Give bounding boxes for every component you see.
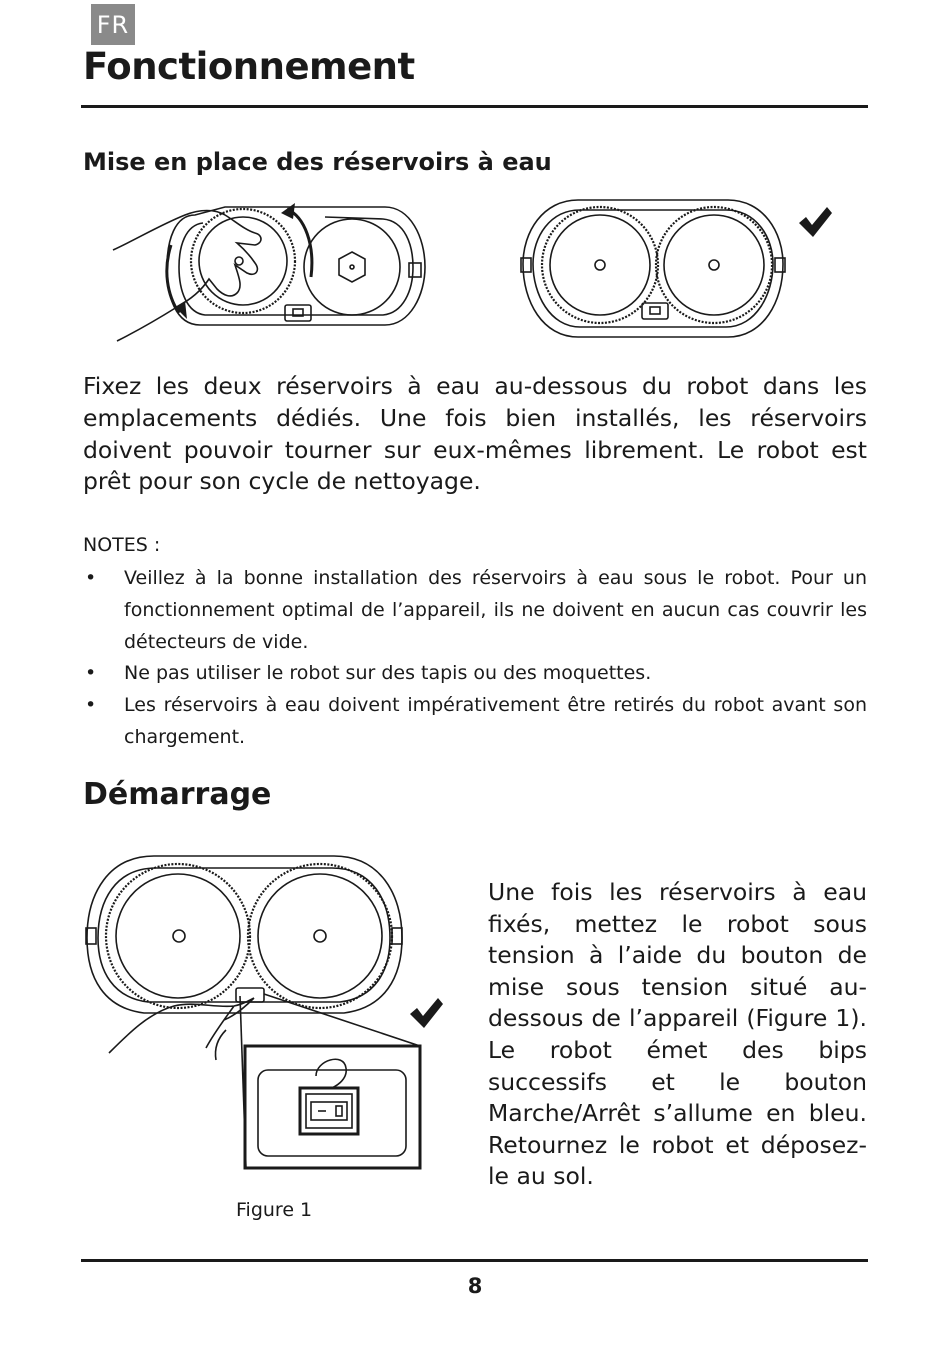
tanks-installed-illustration — [520, 199, 786, 338]
figure-caption: Figure 1 — [236, 1199, 313, 1221]
start-paragraph: Une fois les réservoirs à eau fixés, met… — [488, 878, 867, 1191]
footer-divider — [81, 1259, 868, 1262]
note-item: • Ne pas utiliser le robot sur des tapis… — [83, 658, 867, 690]
note-text: Ne pas utiliser le robot sur des tapis o… — [124, 662, 652, 685]
checkmark-icon — [799, 207, 832, 237]
page-title: Fonctionnement — [83, 45, 415, 88]
bullet: • — [85, 662, 97, 685]
notes-list: • Veillez à la bonne installation des ré… — [83, 563, 867, 754]
checkmark-icon — [410, 998, 443, 1028]
note-item: • Veillez à la bonne installation des ré… — [83, 563, 867, 658]
page-number: 8 — [467, 1274, 483, 1298]
section-subtitle-water-tanks: Mise en place des réservoirs à eau — [83, 148, 552, 176]
note-text: Les réservoirs à eau doivent impérativem… — [124, 694, 867, 748]
bullet: • — [85, 694, 97, 717]
power-switch-illustration — [85, 855, 422, 1170]
section-title-start: Démarrage — [83, 777, 272, 812]
header-divider — [81, 105, 868, 108]
tank-install-illustration — [112, 203, 426, 342]
notes-label: NOTES : — [83, 534, 161, 556]
note-text: Veillez à la bonne installation des rése… — [124, 567, 867, 653]
bullet: • — [85, 567, 97, 589]
language-tab: FR — [91, 4, 135, 45]
note-item: • Les réservoirs à eau doivent impérativ… — [83, 690, 867, 754]
rotation-arrow-icon — [175, 301, 187, 319]
water-tank-paragraph: Fixez les deux réservoirs à eau au-desso… — [83, 372, 867, 496]
